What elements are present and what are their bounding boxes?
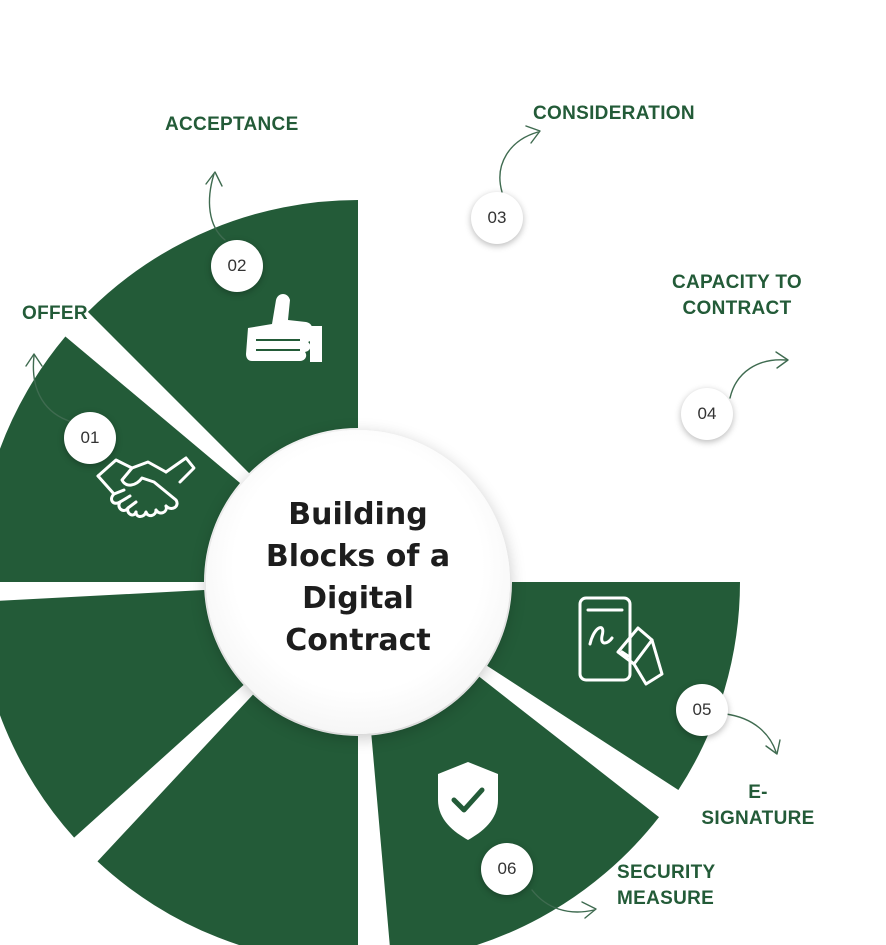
arrow-capacity xyxy=(729,351,789,399)
label-capacity-to-contract: CAPACITY TO CONTRACT xyxy=(672,270,802,322)
label-security-measure: SECURITY MEASURE xyxy=(617,860,715,912)
label-line: OFFER xyxy=(22,303,88,324)
diagram-title: Building Blocks of a Digital Contract xyxy=(206,494,510,662)
number-badge-05: 05 xyxy=(676,684,728,736)
segment-01 xyxy=(487,582,740,791)
title-line: Blocks of a xyxy=(265,539,451,574)
handshake-icon xyxy=(96,456,196,518)
thumbs-up-icon xyxy=(246,294,322,362)
label-offer: OFFER xyxy=(22,301,88,327)
label-line: CAPACITY TO xyxy=(672,272,802,293)
arrow-consideration xyxy=(499,125,541,193)
signature-tablet-icon xyxy=(578,596,664,686)
label-line: CONSIDERATION xyxy=(533,103,695,124)
segment-06 xyxy=(87,200,359,474)
label-line: MEASURE xyxy=(617,888,715,909)
segment-02 xyxy=(371,676,660,945)
number-badge-01: 01 xyxy=(64,412,116,464)
arrow-e-signature xyxy=(725,713,781,755)
center-hub xyxy=(206,430,510,734)
person-icon xyxy=(556,374,684,502)
arrow-security xyxy=(531,889,597,919)
segments-group xyxy=(0,200,740,945)
number-badge-04: 04 xyxy=(681,388,733,440)
label-line: SIGNATURE xyxy=(701,808,815,829)
title-line: Contract xyxy=(285,623,431,658)
label-consideration: CONSIDERATION xyxy=(533,101,695,127)
segment-04 xyxy=(0,590,244,838)
title-line: Digital xyxy=(302,581,414,616)
label-e-signature: E- SIGNATURE xyxy=(694,780,822,832)
arrow-acceptance xyxy=(205,171,226,241)
segment-05 xyxy=(0,336,241,582)
arrows-group xyxy=(25,125,789,919)
label-line: SECURITY xyxy=(617,862,716,883)
balance-scale-icon xyxy=(412,274,520,354)
label-acceptance: ACCEPTANCE xyxy=(165,112,299,138)
arrow-offer xyxy=(25,353,73,423)
label-line: E- xyxy=(748,782,768,803)
shield-check-icon xyxy=(438,762,498,840)
label-line: CONTRACT xyxy=(682,298,792,319)
number-badge-03: 03 xyxy=(471,192,523,244)
number-badge-06: 06 xyxy=(481,843,533,895)
segment-03 xyxy=(97,694,358,945)
label-line: ACCEPTANCE xyxy=(165,114,299,135)
number-badge-02: 02 xyxy=(211,240,263,292)
title-line: Building xyxy=(288,497,428,532)
